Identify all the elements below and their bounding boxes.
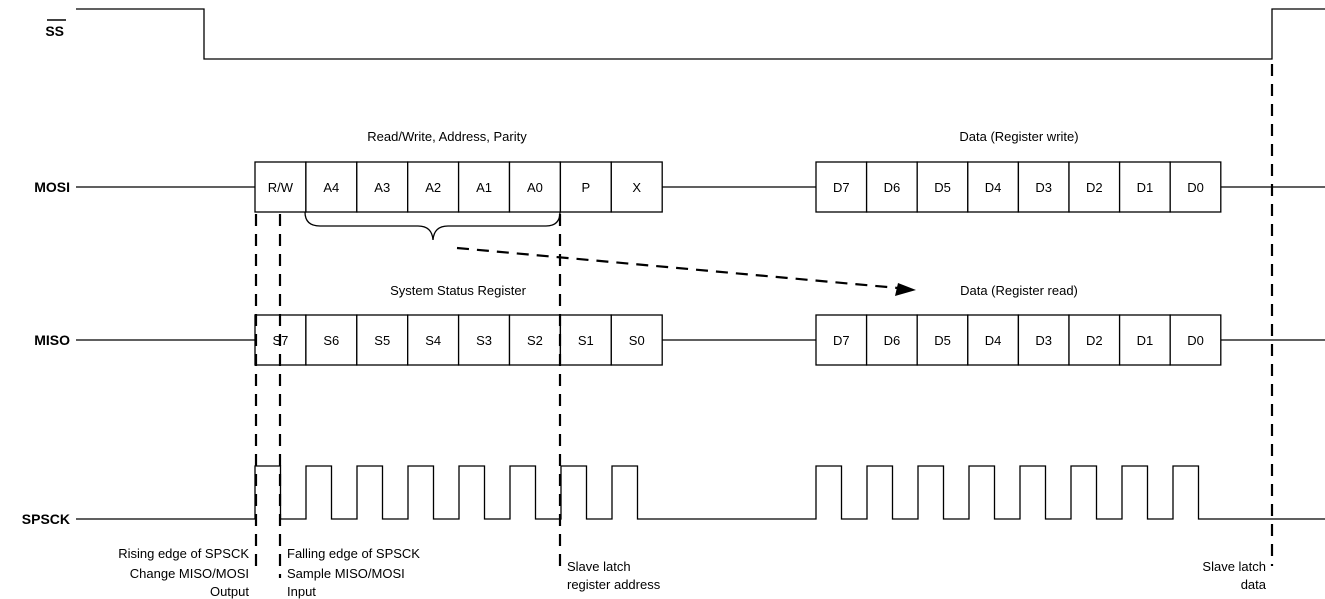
- mosi-bit-cell: [407, 161, 460, 213]
- miso-data-bit-label: D4: [985, 333, 1002, 348]
- miso-data-bit-label: D3: [1035, 333, 1052, 348]
- mosi-bit-cell: [610, 161, 663, 213]
- miso-bit-row-2: D7 D6 D5 D4 D3 D2 D1 D0: [815, 314, 1222, 366]
- mosi-data-bit-cell: [916, 161, 969, 213]
- mosi-data-bit-label: D2: [1086, 180, 1103, 195]
- miso-bit-label: S2: [527, 333, 543, 348]
- latch-data-note-2: data: [1241, 577, 1267, 592]
- miso-data-bit-label: D0: [1187, 333, 1204, 348]
- mosi-bit-label: A0: [527, 180, 543, 195]
- mosi-data-bit-cell: [967, 161, 1020, 213]
- miso-data-bit-cell: [865, 314, 918, 366]
- miso-bit-label: S6: [323, 333, 339, 348]
- read-data-arrow-line: [456, 246, 899, 290]
- rising-edge-note-3: Output: [210, 584, 249, 599]
- mosi-data-bit-label: D0: [1187, 180, 1204, 195]
- mosi-signal-label: MOSI: [34, 179, 70, 195]
- miso-data-bit-label: D1: [1137, 333, 1154, 348]
- miso-data-bit-label: D2: [1086, 333, 1103, 348]
- read-data-arrowhead: [895, 283, 916, 296]
- rising-edge-note-1: Rising edge of SPSCK: [118, 546, 249, 561]
- mosi-bit-cell: [305, 161, 358, 213]
- ss-waveform: [76, 8, 1325, 60]
- rising-edge-note-2: Change MISO/MOSI: [130, 566, 249, 581]
- mosi-data-bit-label: D5: [934, 180, 951, 195]
- miso-bit-cell: [610, 314, 663, 366]
- mosi-bit-row-2: D7 D6 D5 D4 D3 D2 D1 D0: [815, 161, 1222, 213]
- miso-data-bit-cell: [916, 314, 969, 366]
- mosi-bit-label: A2: [425, 180, 441, 195]
- mosi-data-bit-cell: [865, 161, 918, 213]
- miso-bit-label: S3: [476, 333, 492, 348]
- falling-edge-note-3: Input: [287, 584, 316, 599]
- miso-bit-label: S4: [425, 333, 441, 348]
- mosi-group1-header: Read/Write, Address, Parity: [367, 129, 527, 144]
- miso-bit-cell: [457, 314, 511, 366]
- falling-edge-note-1: Falling edge of SPSCK: [287, 546, 420, 561]
- spsck-signal-label: SPSCK: [22, 511, 70, 527]
- mosi-data-bit-label: D4: [985, 180, 1002, 195]
- mosi-bit-cell: [254, 161, 307, 213]
- miso-data-bit-label: D6: [884, 333, 901, 348]
- latch-address-note-1: Slave latch: [567, 559, 631, 574]
- mosi-bit-cell: [508, 161, 562, 213]
- miso-data-bit-label: D7: [833, 333, 850, 348]
- miso-bit-cell: [559, 314, 612, 366]
- miso-signal-label: MISO: [34, 332, 70, 348]
- mosi-group2-header: Data (Register write): [959, 129, 1078, 144]
- mosi-data-bit-cell: [815, 161, 868, 213]
- mosi-bit-cell: [356, 161, 409, 213]
- miso-data-bit-label: D5: [934, 333, 951, 348]
- mosi-bit-row-1: R/W A4 A3 A2 A1 A0 P X: [254, 161, 663, 213]
- miso-bit-cell: [356, 314, 409, 366]
- mosi-bit-label: A1: [476, 180, 492, 195]
- miso-group2-header: Data (Register read): [960, 283, 1078, 298]
- falling-edge-note-2: Sample MISO/MOSI: [287, 566, 405, 581]
- mosi-data-bit-cell: [1017, 161, 1070, 213]
- miso-data-bit-cell: [815, 314, 868, 366]
- mosi-data-bit-label: D1: [1137, 180, 1154, 195]
- spsck-waveform: [76, 465, 1325, 520]
- mosi-data-bit-label: D6: [884, 180, 901, 195]
- miso-bit-label: S0: [629, 333, 645, 348]
- latch-data-note-1: Slave latch: [1202, 559, 1266, 574]
- miso-data-bit-cell: [1017, 314, 1070, 366]
- mosi-bit-label: P: [582, 180, 591, 195]
- mosi-bit-label: A3: [374, 180, 390, 195]
- mosi-data-bit-cell: [1068, 161, 1121, 213]
- miso-bit-cell: [407, 314, 460, 366]
- address-brace: [304, 211, 561, 241]
- mosi-data-bit-label: D7: [833, 180, 850, 195]
- miso-bit-label: S1: [578, 333, 594, 348]
- miso-bit-label: S5: [374, 333, 390, 348]
- mosi-bit-label: R/W: [268, 180, 294, 195]
- miso-group1-header: System Status Register: [390, 283, 526, 298]
- latch-address-note-2: register address: [567, 577, 661, 592]
- mosi-bit-label: A4: [323, 180, 339, 195]
- ss-signal-label: SS: [45, 23, 64, 39]
- mosi-bit-label: X: [632, 180, 641, 195]
- mosi-data-bit-cell: [1169, 161, 1222, 213]
- miso-data-bit-cell: [1169, 314, 1222, 366]
- miso-bit-cell: [305, 314, 358, 366]
- mosi-data-bit-label: D3: [1035, 180, 1052, 195]
